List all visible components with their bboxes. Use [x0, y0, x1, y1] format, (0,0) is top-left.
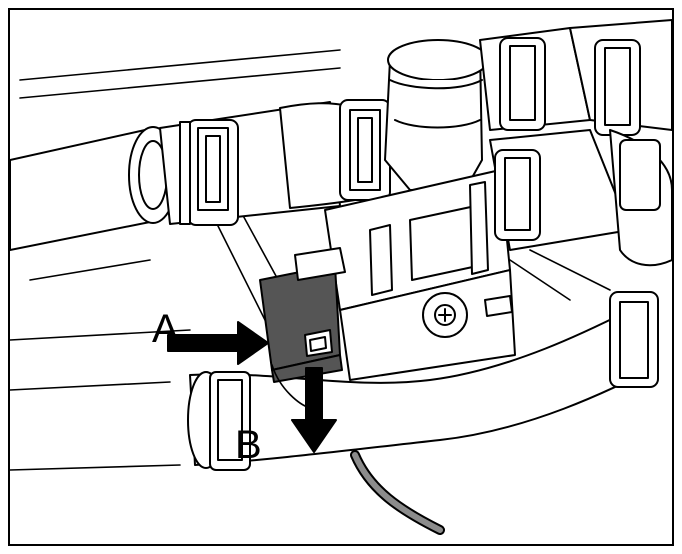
callout-a: A: [152, 307, 179, 351]
electrical-connector: [259, 247, 346, 409]
electrical-cable: [350, 450, 445, 535]
hose-clamp-left: [179, 119, 239, 226]
arrow-a-icon: [167, 321, 269, 365]
callout-b: B: [235, 423, 262, 467]
screw-icon: [422, 292, 513, 338]
upper-right-hoses: [479, 19, 672, 267]
hose-clamp-center: [339, 99, 391, 201]
heater-valve-illustration: A B: [10, 19, 672, 535]
arrow-b-icon: [291, 367, 337, 453]
illustration-frame: A B: [8, 8, 674, 546]
